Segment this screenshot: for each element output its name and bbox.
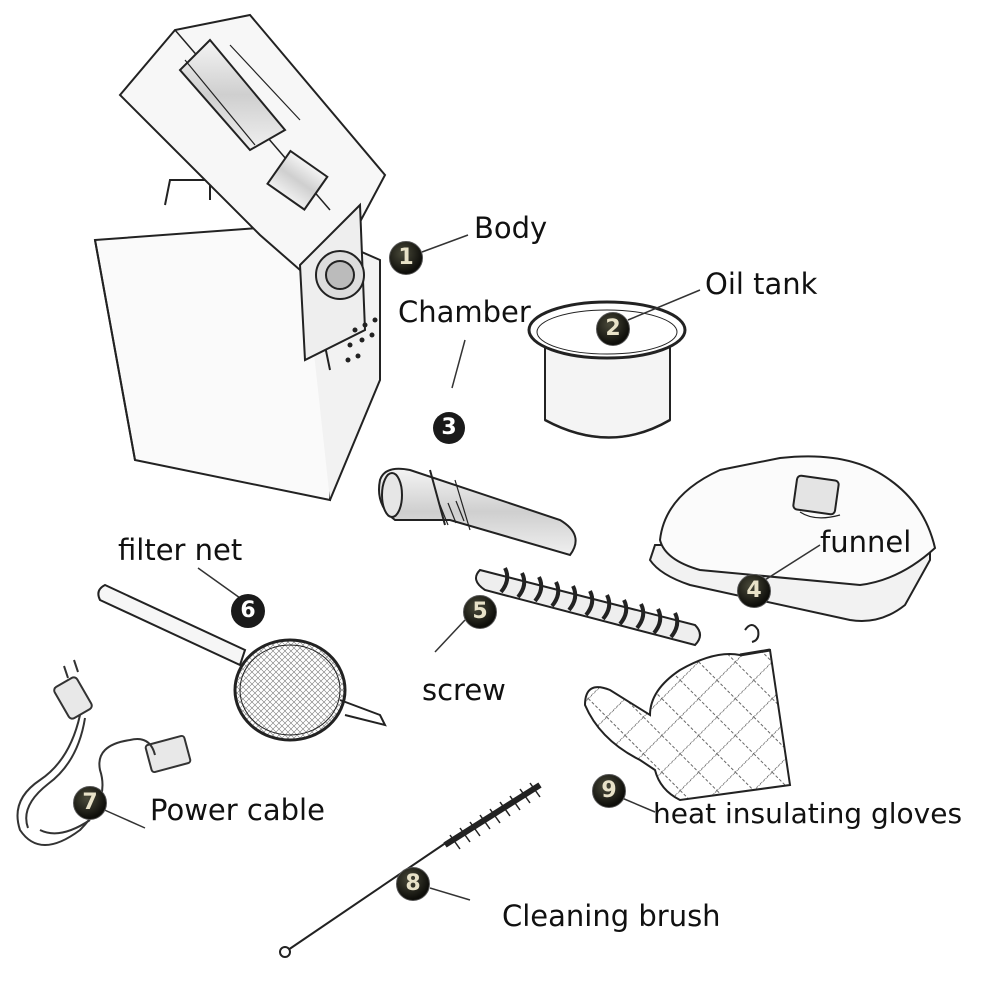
leader-screw — [434, 619, 466, 653]
badge-5: 5 — [463, 595, 497, 629]
leader-gloves — [621, 797, 656, 813]
label-chamber: Chamber — [398, 295, 531, 329]
cleaning-brush-drawing — [279, 782, 542, 958]
leader-filter-net — [197, 567, 241, 599]
leader-cleaning-brush — [429, 887, 471, 901]
leader-funnel — [756, 544, 821, 586]
badge-8: 8 — [396, 867, 430, 901]
gloves-drawing — [583, 624, 792, 802]
label-filter-net: filter net — [118, 533, 243, 567]
badge-6: 6 — [231, 594, 265, 628]
leader-body — [421, 234, 469, 253]
label-oil-tank: Oil tank — [705, 267, 818, 301]
badge-7: 7 — [73, 786, 107, 820]
badge-1: 1 — [389, 241, 423, 275]
leader-chamber — [451, 339, 466, 389]
badge-3: 3 — [433, 412, 465, 444]
label-gloves: heat insulating gloves — [653, 797, 963, 830]
badge-4: 4 — [737, 574, 771, 608]
label-body: Body — [474, 211, 548, 245]
oil-tank-drawing — [527, 300, 687, 439]
power-cable-drawing — [16, 659, 192, 846]
leader-oil-tank — [627, 289, 701, 321]
machine-body-drawing — [93, 13, 387, 502]
leader-power-cable — [99, 807, 146, 829]
leader-lines — [99, 234, 821, 901]
label-cleaning-brush: Cleaning brush — [502, 899, 721, 933]
label-screw: screw — [422, 673, 506, 707]
chamber-drawing — [378, 467, 577, 557]
filter-net-drawing — [97, 583, 387, 742]
label-power-cable: Power cable — [150, 793, 325, 827]
screw-drawing — [475, 567, 701, 647]
funnel-drawing — [648, 455, 937, 622]
badge-2: 2 — [596, 312, 630, 346]
badge-9: 9 — [592, 774, 626, 808]
label-funnel: funnel — [820, 525, 912, 559]
